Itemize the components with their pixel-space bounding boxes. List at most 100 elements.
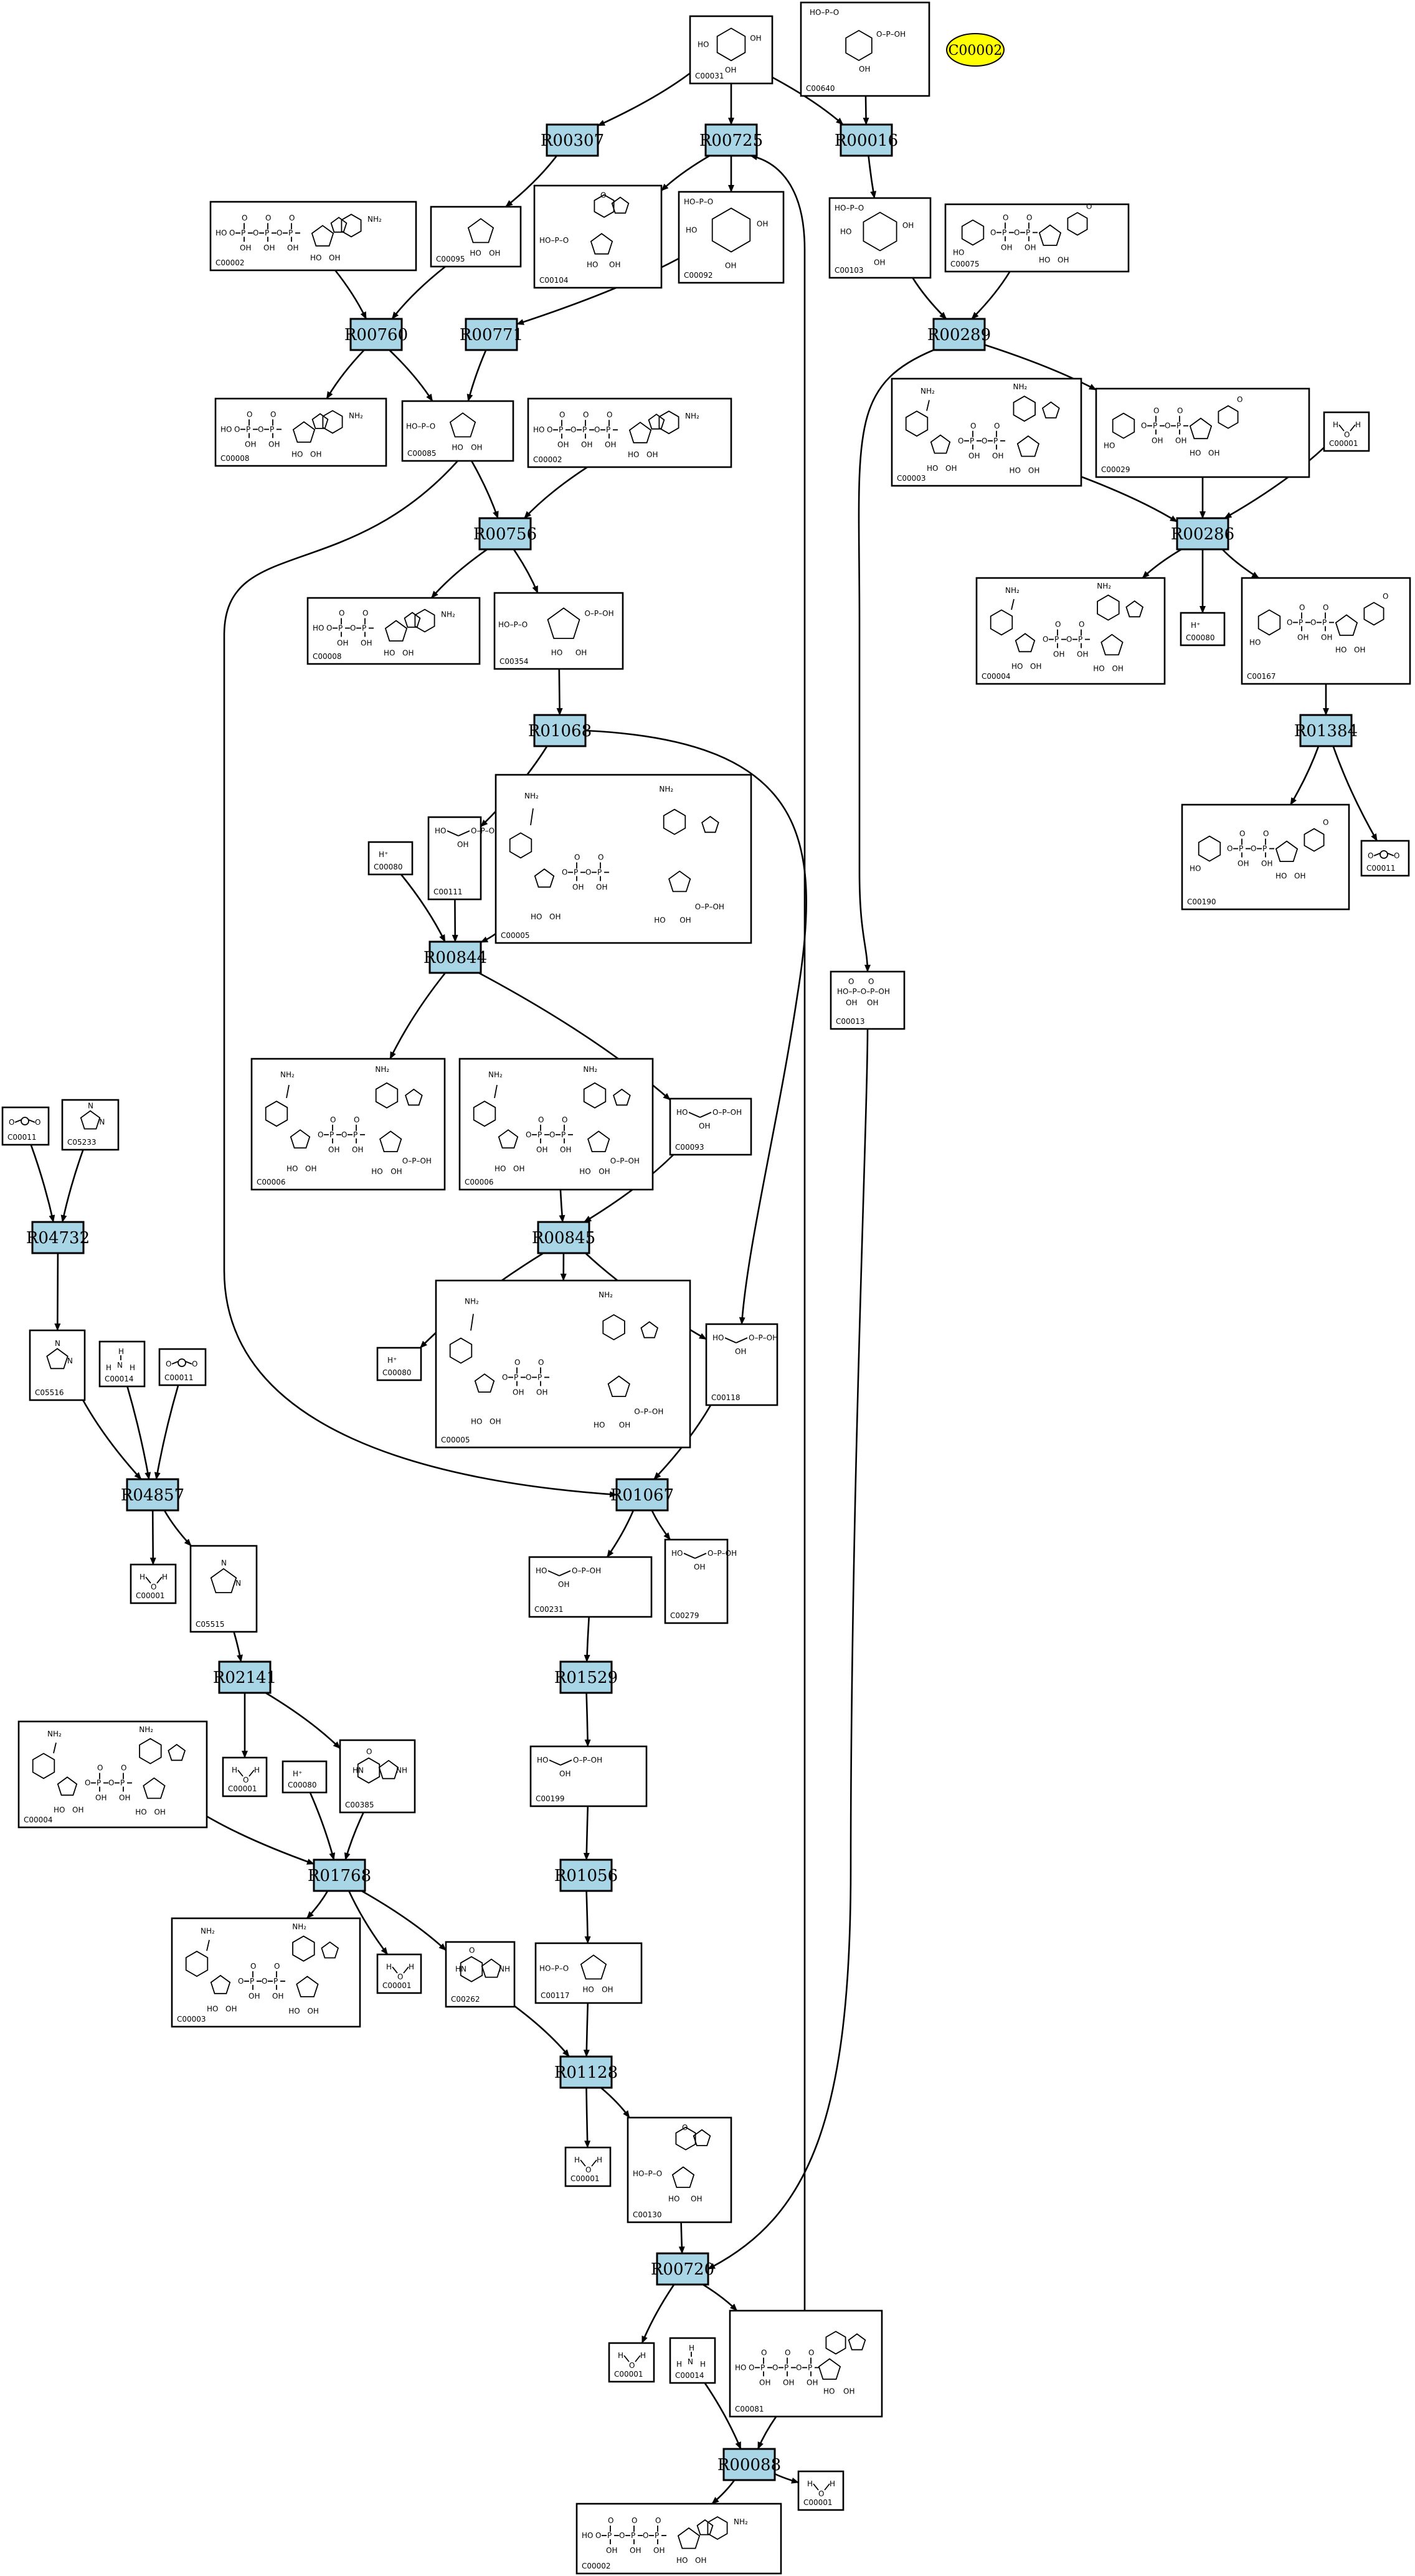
svg-text:OH: OH: [735, 1347, 746, 1356]
reaction-r00756[interactable]: R00756: [473, 517, 537, 551]
reaction-edge: [984, 344, 1097, 391]
reaction-r04857[interactable]: R04857: [121, 1478, 184, 1512]
reaction-label: R01056: [554, 1867, 618, 1885]
reaction-r00720[interactable]: R00720: [651, 2252, 714, 2286]
reaction-edge: [223, 460, 617, 1498]
reaction-r00088[interactable]: R00088: [717, 2448, 781, 2481]
svg-text:O: O: [1237, 395, 1242, 404]
svg-text:OH: OH: [513, 1388, 524, 1396]
reaction-r02141[interactable]: R02141: [213, 1660, 277, 1694]
svg-text:O: O: [1251, 845, 1256, 853]
svg-text:HO: HO: [1039, 255, 1050, 264]
compound-label: C00005: [501, 931, 530, 940]
reaction-r00771[interactable]: R00771: [460, 318, 523, 351]
molecule-structure-image: HOH: [807, 2479, 835, 2498]
reaction-r01529[interactable]: R01529: [554, 1660, 618, 1694]
svg-text:OH: OH: [867, 998, 878, 1007]
compound-label: C00002: [582, 2562, 611, 2570]
svg-text:OH: OH: [807, 2378, 818, 2387]
compound-label: C00029: [1101, 465, 1130, 474]
reaction-r00016[interactable]: R00016: [835, 123, 898, 157]
reaction-edge: [60, 1149, 84, 1223]
reaction-r01067[interactable]: R01067: [610, 1478, 674, 1512]
svg-text:O: O: [1310, 618, 1316, 627]
svg-text:HO: HO: [384, 649, 395, 658]
compound-label: C00199: [536, 1794, 565, 1803]
svg-text:OH: OH: [471, 443, 482, 452]
compound-label: C00075: [950, 260, 980, 268]
reaction-edge: [163, 1510, 192, 1546]
svg-text:H⁺: H⁺: [1191, 621, 1200, 630]
reaction-r00286[interactable]: R00286: [1171, 517, 1234, 551]
svg-text:H: H: [409, 1963, 414, 1971]
reaction-r01384[interactable]: R01384: [1294, 714, 1358, 747]
compound-label: C05233: [67, 1138, 97, 1147]
reaction-edge: [584, 1890, 591, 1944]
svg-text:HO: HO: [220, 425, 232, 433]
svg-text:O: O: [990, 228, 996, 237]
compound-label: C00006: [257, 1178, 286, 1186]
reaction-r01068[interactable]: R01068: [528, 714, 592, 747]
svg-text:NH₂: NH₂: [1005, 586, 1020, 595]
svg-text:HO–P–O: HO–P–O: [633, 2169, 662, 2178]
reaction-label: R00286: [1171, 525, 1234, 544]
svg-text:O: O: [796, 2363, 802, 2372]
reaction-edge: [858, 349, 934, 972]
svg-text:P: P: [246, 425, 250, 433]
reaction-r00289[interactable]: R00289: [927, 318, 991, 351]
reaction-edge: [516, 257, 679, 325]
svg-text:H: H: [254, 1766, 260, 1774]
svg-text:P: P: [288, 229, 293, 237]
reaction-edge: [265, 1692, 341, 1750]
svg-text:HO: HO: [1275, 872, 1287, 881]
svg-text:NH₂: NH₂: [280, 1070, 295, 1079]
svg-text:NH₂: NH₂: [599, 1290, 613, 1299]
svg-text:O: O: [242, 214, 247, 222]
highlighted-compound-label: C00002: [949, 43, 1003, 59]
svg-text:N: N: [117, 1361, 123, 1370]
svg-text:O: O: [608, 2516, 613, 2525]
reaction-r01056[interactable]: R01056: [554, 1859, 618, 1892]
svg-text:O: O: [1026, 213, 1032, 222]
highlighted-compound[interactable]: C00002: [946, 33, 1005, 67]
svg-text:OH: OH: [1297, 633, 1309, 642]
svg-text:H: H: [807, 2479, 813, 2488]
svg-text:O: O: [574, 853, 580, 862]
svg-text:OH: OH: [402, 649, 414, 658]
svg-text:P: P: [362, 624, 366, 633]
compound-label: C00130: [633, 2210, 662, 2219]
svg-text:OH: OH: [1152, 437, 1163, 445]
reaction-r00844[interactable]: R00844: [424, 940, 487, 974]
svg-text:O: O: [585, 2166, 591, 2174]
svg-text:HO: HO: [537, 1756, 548, 1764]
reaction-r01768[interactable]: R01768: [308, 1859, 371, 1892]
reaction-edge: [1142, 548, 1182, 579]
reaction-label: R01067: [610, 1486, 674, 1505]
svg-text:O: O: [514, 1358, 520, 1366]
compound-label: C00004: [24, 1816, 53, 1824]
svg-text:P: P: [241, 229, 245, 237]
reaction-r00307[interactable]: R00307: [541, 123, 604, 157]
svg-text:O: O: [1055, 620, 1061, 629]
svg-text:OH: OH: [691, 2194, 702, 2203]
reaction-r04732[interactable]: R04732: [26, 1221, 90, 1254]
svg-text:H: H: [618, 2351, 623, 2360]
reaction-r00760[interactable]: R00760: [344, 318, 408, 351]
svg-text:O: O: [469, 1946, 475, 1955]
molecule-structure-image: HOH: [618, 2351, 646, 2370]
svg-text:OH: OH: [757, 219, 768, 228]
reaction-r00845[interactable]: R00845: [532, 1221, 595, 1254]
svg-text:N: N: [235, 1579, 241, 1588]
svg-text:P: P: [574, 868, 578, 877]
reaction-r01128[interactable]: R01128: [554, 2055, 618, 2089]
reaction-r00725[interactable]: R00725: [699, 123, 763, 157]
svg-text:HO: HO: [1190, 864, 1201, 873]
